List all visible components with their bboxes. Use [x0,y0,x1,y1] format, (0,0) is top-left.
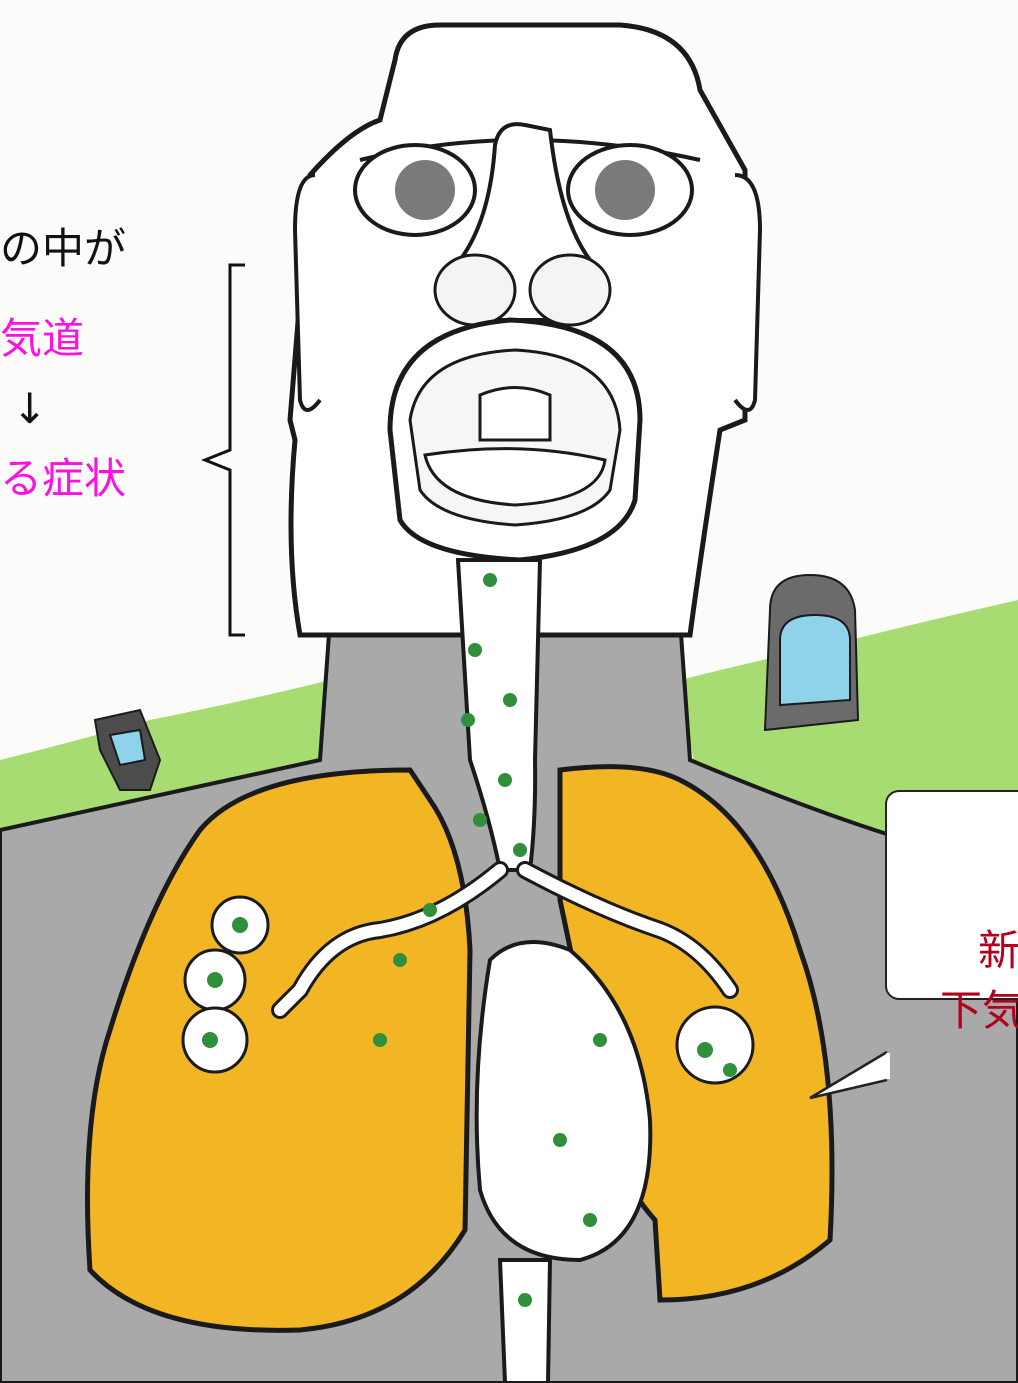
bronchi-left-fill [274,864,506,1016]
alveolus [675,1005,755,1085]
esophagus [497,1258,553,1383]
left-lung [85,767,473,1333]
right-ear [733,173,763,412]
annotation-arrow: ↓ [12,384,48,433]
left-ear [292,173,322,412]
right-pupil [595,160,655,220]
annotation-line-1: の中が [0,224,127,273]
callout-line-2: 下気 [940,986,1018,1035]
center-organ [474,940,653,1263]
uvula [478,386,552,442]
small-moai-right [763,573,860,732]
left-nostril [433,253,517,327]
annotation-line-4: る症状 [0,454,127,503]
bracket [200,263,245,637]
callout-tail [809,1050,890,1100]
speech-callout [885,790,1018,1000]
right-nostril [528,253,612,327]
tongue [423,447,607,507]
callout-line-1: 新 [978,926,1018,975]
germ-particles [202,573,737,1307]
left-pupil [395,160,455,220]
small-moai-left [93,708,162,791]
annotation-line-2: 気道 [0,314,85,363]
bronchi-right-fill [519,864,736,996]
